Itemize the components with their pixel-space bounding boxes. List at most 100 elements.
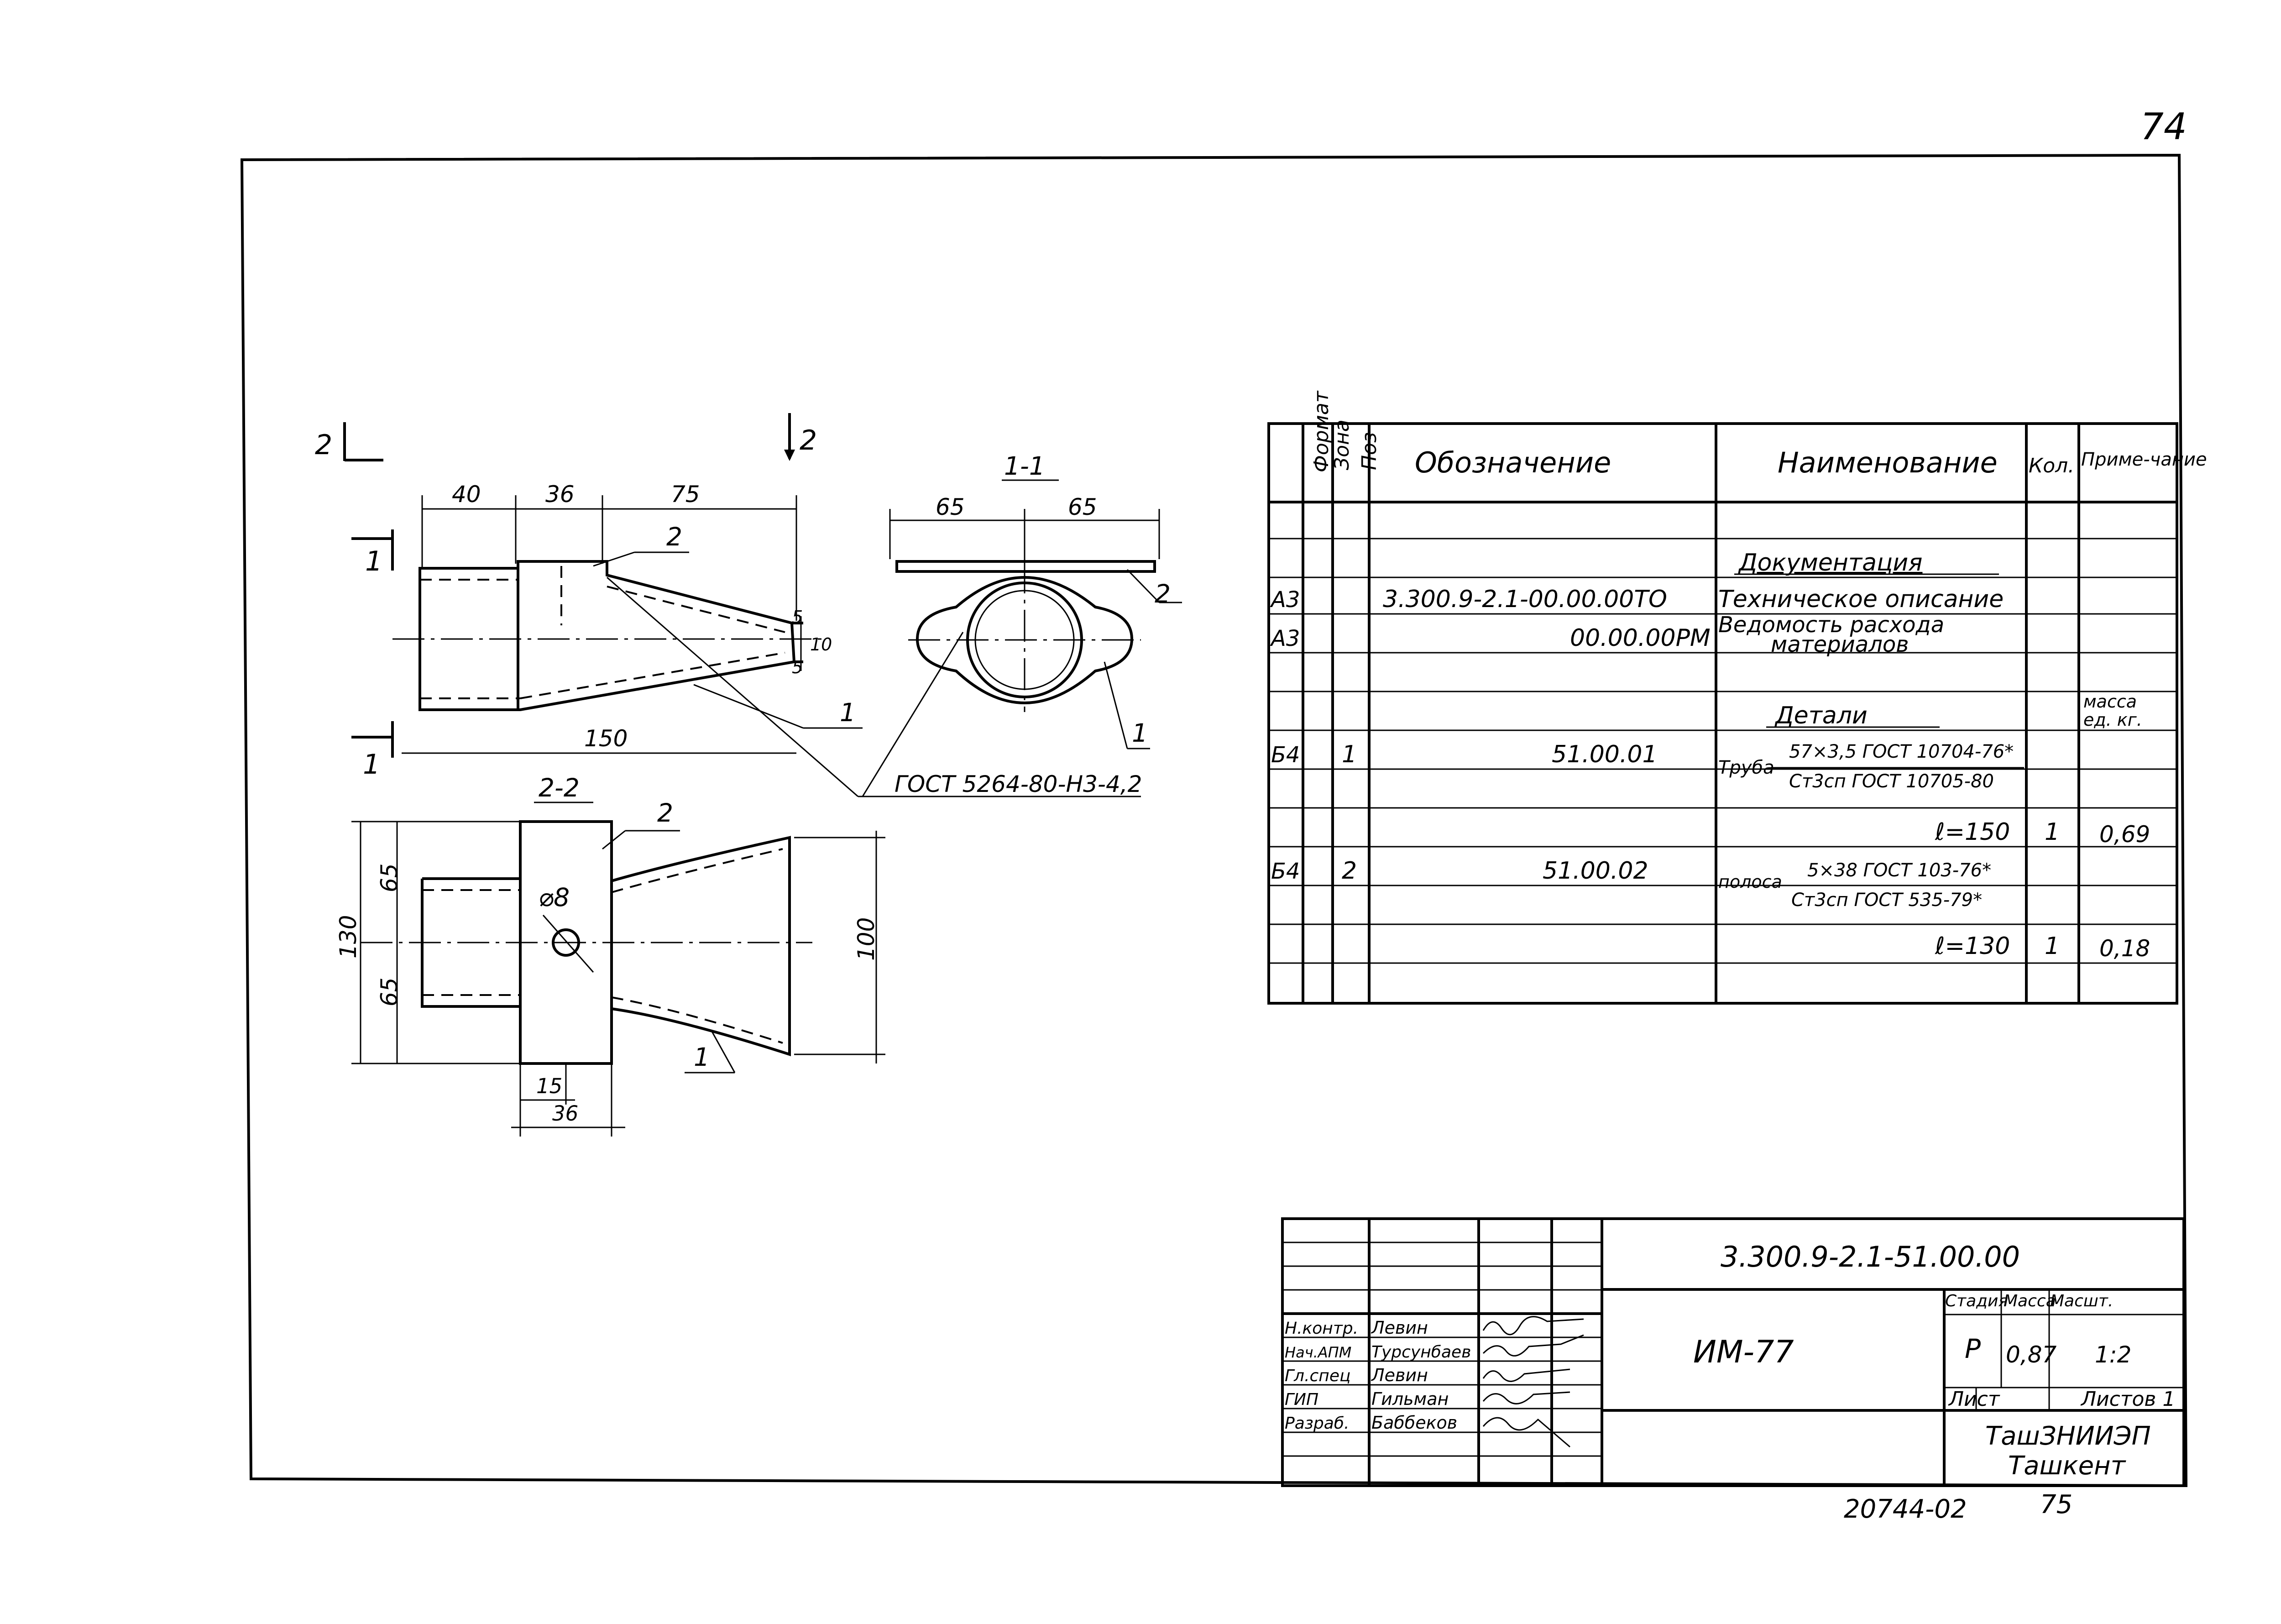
- dim-tip-10: 10: [810, 634, 832, 655]
- section-2-2-dim-36: 36: [552, 1101, 578, 1126]
- item2-bottom: Ст3сп ГОСТ 535-79*: [1791, 890, 1982, 911]
- section-2-2-hole: ⌀8: [539, 883, 570, 912]
- section-marker-2-left: 2: [315, 429, 332, 461]
- role-5-name: Баббеков: [1371, 1413, 1457, 1433]
- dim-75: 75: [671, 481, 700, 508]
- section-1-1-dim-b: 65: [1068, 494, 1097, 520]
- dim-150: 150: [584, 725, 628, 752]
- page-number-top: 74: [2140, 105, 2187, 148]
- footer-code: 20744-02: [1844, 1494, 1967, 1524]
- role-5: Разраб.: [1285, 1414, 1349, 1433]
- item1-length: ℓ=150: [1935, 818, 2010, 846]
- title-stage-label: Стадия: [1945, 1292, 2008, 1310]
- sheet-frame: [240, 153, 2188, 1488]
- header-qty: Кол.: [2029, 454, 2074, 477]
- role-4-name: Гильман: [1371, 1389, 1449, 1409]
- section-2-2: 2-2 ⌀8 130 65 65 100 15 36: [335, 773, 885, 1137]
- header-zone: Зона: [1330, 419, 1354, 470]
- signature-1: [1482, 1316, 1584, 1336]
- title-scale-label: Масшт.: [2050, 1292, 2113, 1310]
- dim-tip-5a: 5: [792, 607, 803, 627]
- section-2-2-dim-130: 130: [335, 915, 361, 959]
- item2-designation: 51.00.02: [1543, 857, 1648, 885]
- footer-page: 75: [2040, 1490, 2072, 1519]
- section-marker-1-top: 1: [365, 545, 382, 577]
- role-1: Н.контр.: [1285, 1319, 1358, 1338]
- doc1-designation: 3.300.9-2.1-00.00.00ТО: [1383, 586, 1667, 613]
- title-sheets-label: Листов 1: [2080, 1388, 2175, 1411]
- title-org-l2: Ташкент: [2008, 1451, 2126, 1481]
- role-3: Гл.спец: [1285, 1367, 1351, 1385]
- doc2-name-l1: Ведомость расхода: [1718, 612, 1944, 638]
- title-sheet-label: Лист: [1948, 1388, 2000, 1411]
- title-product: ИМ-77: [1693, 1334, 1794, 1370]
- note-mass-l2: ед. кг.: [2083, 710, 2142, 730]
- role-1-name: Левин: [1371, 1318, 1428, 1338]
- title-stage: Р: [1965, 1333, 1981, 1364]
- title-doc-code: 3.300.9-2.1-51.00.00: [1721, 1240, 2020, 1273]
- section-2-2-pos1: 1: [694, 1043, 710, 1072]
- dim-36: 36: [545, 481, 575, 508]
- section-2-2-pos2: 2: [657, 798, 673, 828]
- section-marker-1-bottom: 1: [363, 749, 380, 781]
- leader-pos2: 2: [666, 522, 682, 551]
- title-block: 3.300.9-2.1-51.00.00 ИМ-77 Стадия Масса …: [1281, 1217, 2185, 1487]
- item1-pos: 1: [1342, 741, 1357, 768]
- section-2-2-dim-65a: 65: [376, 863, 403, 892]
- doc2-designation: 00.00.00РМ: [1570, 624, 1711, 652]
- item1-designation: 51.00.01: [1552, 741, 1658, 768]
- role-3-name: Левин: [1371, 1365, 1428, 1385]
- weld-note: ГОСТ 5264-80-Н3-4,2: [895, 771, 1142, 797]
- main-view: 2 2 40 36 75 1 1 5 5 10: [315, 413, 863, 781]
- section-2-2-dim-100: 100: [853, 917, 879, 961]
- signature-2: [1482, 1334, 1584, 1357]
- item2-pos: 2: [1342, 857, 1357, 885]
- section-2-2-title: 2-2: [539, 773, 580, 802]
- section-1-1: 1-1 65 65 2 1 ГОСТ 5264-80-Н3-4,2: [607, 451, 1182, 797]
- dim-40: 40: [452, 481, 481, 508]
- section-1-1-title: 1-1: [1004, 451, 1045, 481]
- role-4: ГИП: [1285, 1390, 1318, 1409]
- item1-format: Б4: [1271, 742, 1300, 768]
- item1-mass: 0,69: [2099, 821, 2150, 848]
- item1-top: 57×3,5 ГОСТ 10704-76*: [1789, 741, 2014, 762]
- item2-length: ℓ=130: [1935, 932, 2010, 960]
- section-2-2-dim-65b: 65: [376, 977, 403, 1006]
- item1-prefix: Труба: [1718, 757, 1774, 778]
- role-2: Нач.АПМ: [1285, 1344, 1351, 1361]
- header-format: Формат: [1310, 390, 1333, 472]
- dim-tip-5b: 5: [792, 657, 803, 677]
- signature-5: [1482, 1417, 1570, 1448]
- section-docs: Документация: [1738, 549, 1922, 576]
- title-mass: 0,87: [2006, 1341, 2057, 1368]
- title-org-l1: ТашЗНИИЭП: [1985, 1421, 2151, 1451]
- note-mass-l1: масса: [2083, 692, 2137, 712]
- item2-prefix: полоса: [1718, 872, 1782, 892]
- doc2-name-l2: материалов: [1771, 632, 1909, 657]
- leader-pos1: 1: [840, 698, 856, 727]
- section-1-1-dim-a: 65: [936, 494, 965, 520]
- doc2-format: А3: [1270, 626, 1300, 651]
- item1-bottom: Ст3сп ГОСТ 10705-80: [1789, 771, 1994, 792]
- role-2-name: Турсунбаев: [1371, 1343, 1471, 1362]
- header-note: Приме-чание: [2081, 449, 2207, 470]
- item1-qty: 1: [2045, 818, 2060, 846]
- signature-4: [1482, 1391, 1570, 1404]
- specification-table: Формат Зона Поз Обозначение Наименование…: [1267, 390, 2207, 1005]
- doc1-name: Техническое описание: [1718, 586, 2004, 613]
- section-marker-2-right: 2: [800, 424, 817, 456]
- header-pos: Поз: [1358, 432, 1381, 470]
- item2-qty: 1: [2045, 932, 2060, 960]
- header-name: Наименование: [1778, 446, 1998, 479]
- item2-mass: 0,18: [2099, 935, 2150, 962]
- title-mass-label: Масса: [2004, 1292, 2056, 1310]
- section-2-2-dim-15: 15: [536, 1074, 562, 1098]
- header-designation: Обозначение: [1415, 446, 1611, 479]
- signature-3: [1482, 1368, 1570, 1382]
- item2-top: 5×38 ГОСТ 103-76*: [1807, 860, 1991, 881]
- title-scale: 1:2: [2095, 1341, 2131, 1368]
- item2-format: Б4: [1271, 859, 1300, 884]
- section-1-1-pos1: 1: [1132, 718, 1148, 748]
- section-1-1-pos2: 2: [1155, 579, 1171, 608]
